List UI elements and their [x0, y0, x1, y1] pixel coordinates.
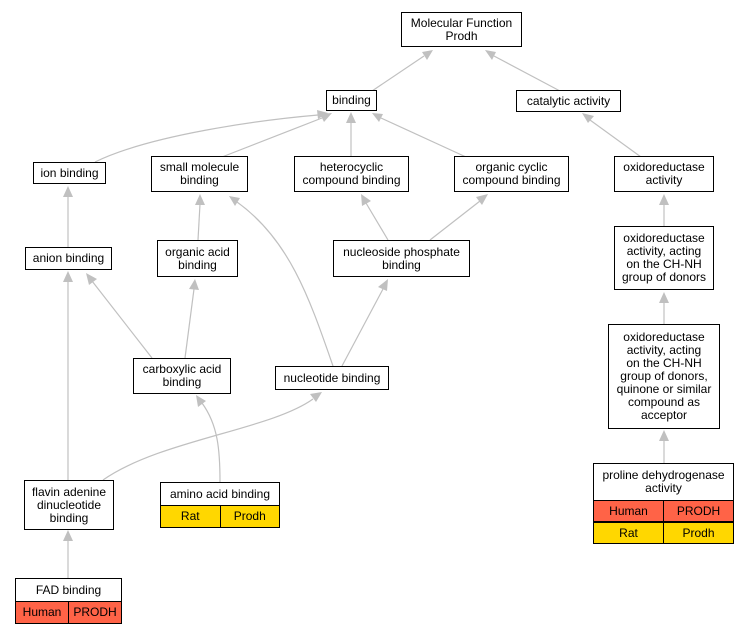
annotation-row-rat: Rat Prodh	[160, 506, 280, 528]
node-ion-binding[interactable]: ion binding	[33, 162, 106, 184]
node-carboxylic-acid-binding[interactable]: carboxylic acid binding	[133, 358, 231, 394]
node-oxidoreductase-activity[interactable]: oxidoreductase activity	[614, 156, 714, 192]
edge-oxido-chnh-to-oxidoreductase	[659, 194, 669, 227]
edge-organic-acid-to-small-molecule	[195, 194, 205, 241]
edge-anion-to-ion	[63, 186, 73, 248]
edge-catalytic-to-mf	[485, 50, 561, 92]
edge-oxido-quinone-to-oxido-chnh	[659, 292, 669, 324]
edge-nucleoside-to-organic-cyclic	[429, 194, 488, 241]
gene-cell: Prodh	[219, 506, 279, 527]
node-binding[interactable]: binding	[326, 90, 377, 111]
node-amino-acid-binding[interactable]: amino acid binding	[160, 482, 280, 506]
annotation-row-human: Human PRODH	[15, 602, 122, 624]
node-proline-dehydrogenase-activity[interactable]: proline dehydrogenase activity	[593, 463, 734, 501]
edge-carboxylic-to-organic-acid	[184, 279, 199, 359]
gene-cell: Prodh	[663, 523, 733, 543]
species-cell: Human	[594, 501, 663, 521]
node-oxidoreductase-chnh[interactable]: oxidoreductase activity, acting on the C…	[614, 226, 714, 290]
edge-nucleotide-to-small-molecule	[229, 196, 334, 367]
annotation-row-human: Human PRODH	[593, 501, 734, 522]
edge-amino-acid-to-carboxylic	[196, 395, 221, 483]
edge-fad-dinuc-to-anion	[63, 271, 73, 480]
node-nucleotide-binding[interactable]: nucleotide binding	[275, 366, 389, 390]
node-nucleoside-phosphate-binding[interactable]: nucleoside phosphate binding	[333, 240, 470, 277]
node-organic-acid-binding[interactable]: organic acid binding	[157, 240, 238, 277]
edge-fad-binding-to-fad-dinuc	[63, 530, 73, 578]
gene-cell: PRODH	[663, 501, 733, 521]
edge-nucleotide-to-nucleoside	[341, 279, 388, 367]
species-cell: Rat	[161, 506, 220, 527]
node-flavin-adenine-dinucleotide-binding[interactable]: flavin adenine dinucleotide binding	[24, 480, 114, 530]
node-catalytic-activity[interactable]: catalytic activity	[516, 90, 621, 112]
node-organic-cyclic-compound-binding[interactable]: organic cyclic compound binding	[454, 156, 569, 192]
edge-heterocyclic-to-binding	[346, 112, 356, 157]
edge-nucleoside-to-heterocyclic	[361, 194, 389, 241]
edge-small-molecule-to-binding	[221, 113, 332, 158]
edge-prodh-activity-to-oxido-quinone	[659, 430, 669, 463]
node-small-molecule-binding[interactable]: small molecule binding	[151, 156, 248, 192]
edge-fad-dinuc-to-nucleotide	[102, 392, 322, 481]
node-oxidoreductase-quinone-acceptor[interactable]: oxidoreductase activity, acting on the C…	[608, 324, 720, 429]
annotation-row-rat: Rat Prodh	[593, 522, 734, 544]
node-molecular-function[interactable]: Molecular Function Prodh	[401, 12, 522, 47]
edge-oxidoreductase-to-catalytic	[582, 113, 642, 158]
node-fad-binding[interactable]: FAD binding	[15, 578, 122, 602]
edge-carboxylic-to-anion	[86, 273, 153, 359]
edge-organic-cyclic-to-binding	[372, 113, 467, 158]
node-heterocyclic-compound-binding[interactable]: heterocyclic compound binding	[294, 156, 409, 192]
species-cell: Rat	[594, 523, 663, 543]
gene-cell: PRODH	[68, 602, 121, 623]
edge-ion-to-binding	[94, 110, 328, 163]
species-cell: Human	[16, 602, 68, 623]
node-anion-binding[interactable]: anion binding	[25, 247, 112, 270]
edge-binding-to-mf	[371, 50, 433, 92]
